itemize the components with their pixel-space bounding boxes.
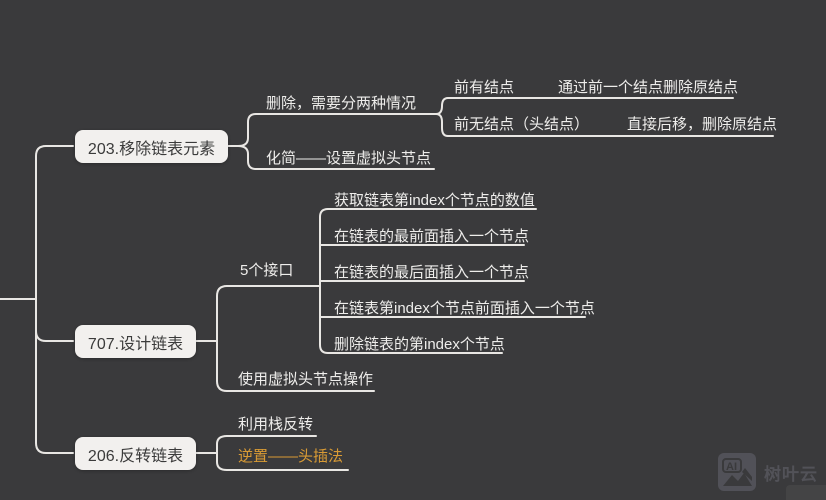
topic-node-206[interactable]: 206.反转链表 (75, 437, 196, 470)
connector-203-children (227, 113, 437, 170)
branch-head-insertion-reverse[interactable]: 逆置——头插法 (238, 448, 344, 465)
branch-use-dummy-head-ops[interactable]: 使用虚拟头节点操作 (238, 371, 374, 388)
branch-delete-via-prev-node[interactable]: 通过前一个结点删除原结点 (558, 79, 739, 96)
branch-get-index-value[interactable]: 获取链表第index个节点的数值 (334, 192, 535, 209)
corner-highlight (786, 485, 826, 500)
branch-shift-then-delete[interactable]: 直接后移，删除原结点 (627, 116, 778, 133)
topic-node-203[interactable]: 203.移除链表元素 (75, 130, 228, 163)
svg-text:AI: AI (726, 461, 737, 473)
branch-dummy-head-simplify[interactable]: 化简——设置虚拟头节点 (266, 150, 432, 167)
connector-delete-cases-children (435, 97, 774, 137)
connector-707-children (195, 285, 375, 392)
branch-insert-before-index[interactable]: 在链表第index个节点前面插入一个节点 (334, 300, 595, 317)
watermark-brand-text: 树叶云 (764, 464, 818, 484)
branch-insert-front[interactable]: 在链表的最前面插入一个节点 (334, 228, 530, 245)
topic-node-707[interactable]: 707.设计链表 (75, 325, 196, 358)
branch-delete-two-cases[interactable]: 删除，需要分两种情况 (266, 95, 417, 112)
ai-image-icon: AI (718, 453, 756, 491)
branch-has-prev-node[interactable]: 前有结点 (454, 79, 515, 96)
branch-stack-reverse[interactable]: 利用栈反转 (238, 416, 314, 433)
connector-five-api-children (311, 208, 586, 354)
branch-delete-index-node[interactable]: 删除链表的第index个节点 (334, 336, 505, 353)
connector-root-trunk (0, 145, 74, 454)
branch-five-interfaces[interactable]: 5个接口 (240, 262, 294, 279)
connector-206-children (195, 435, 349, 471)
watermark: AI 树叶云 (717, 452, 818, 492)
branch-insert-back[interactable]: 在链表的最后面插入一个节点 (334, 264, 530, 281)
branch-no-prev-node[interactable]: 前无结点（头结点） (454, 116, 590, 133)
